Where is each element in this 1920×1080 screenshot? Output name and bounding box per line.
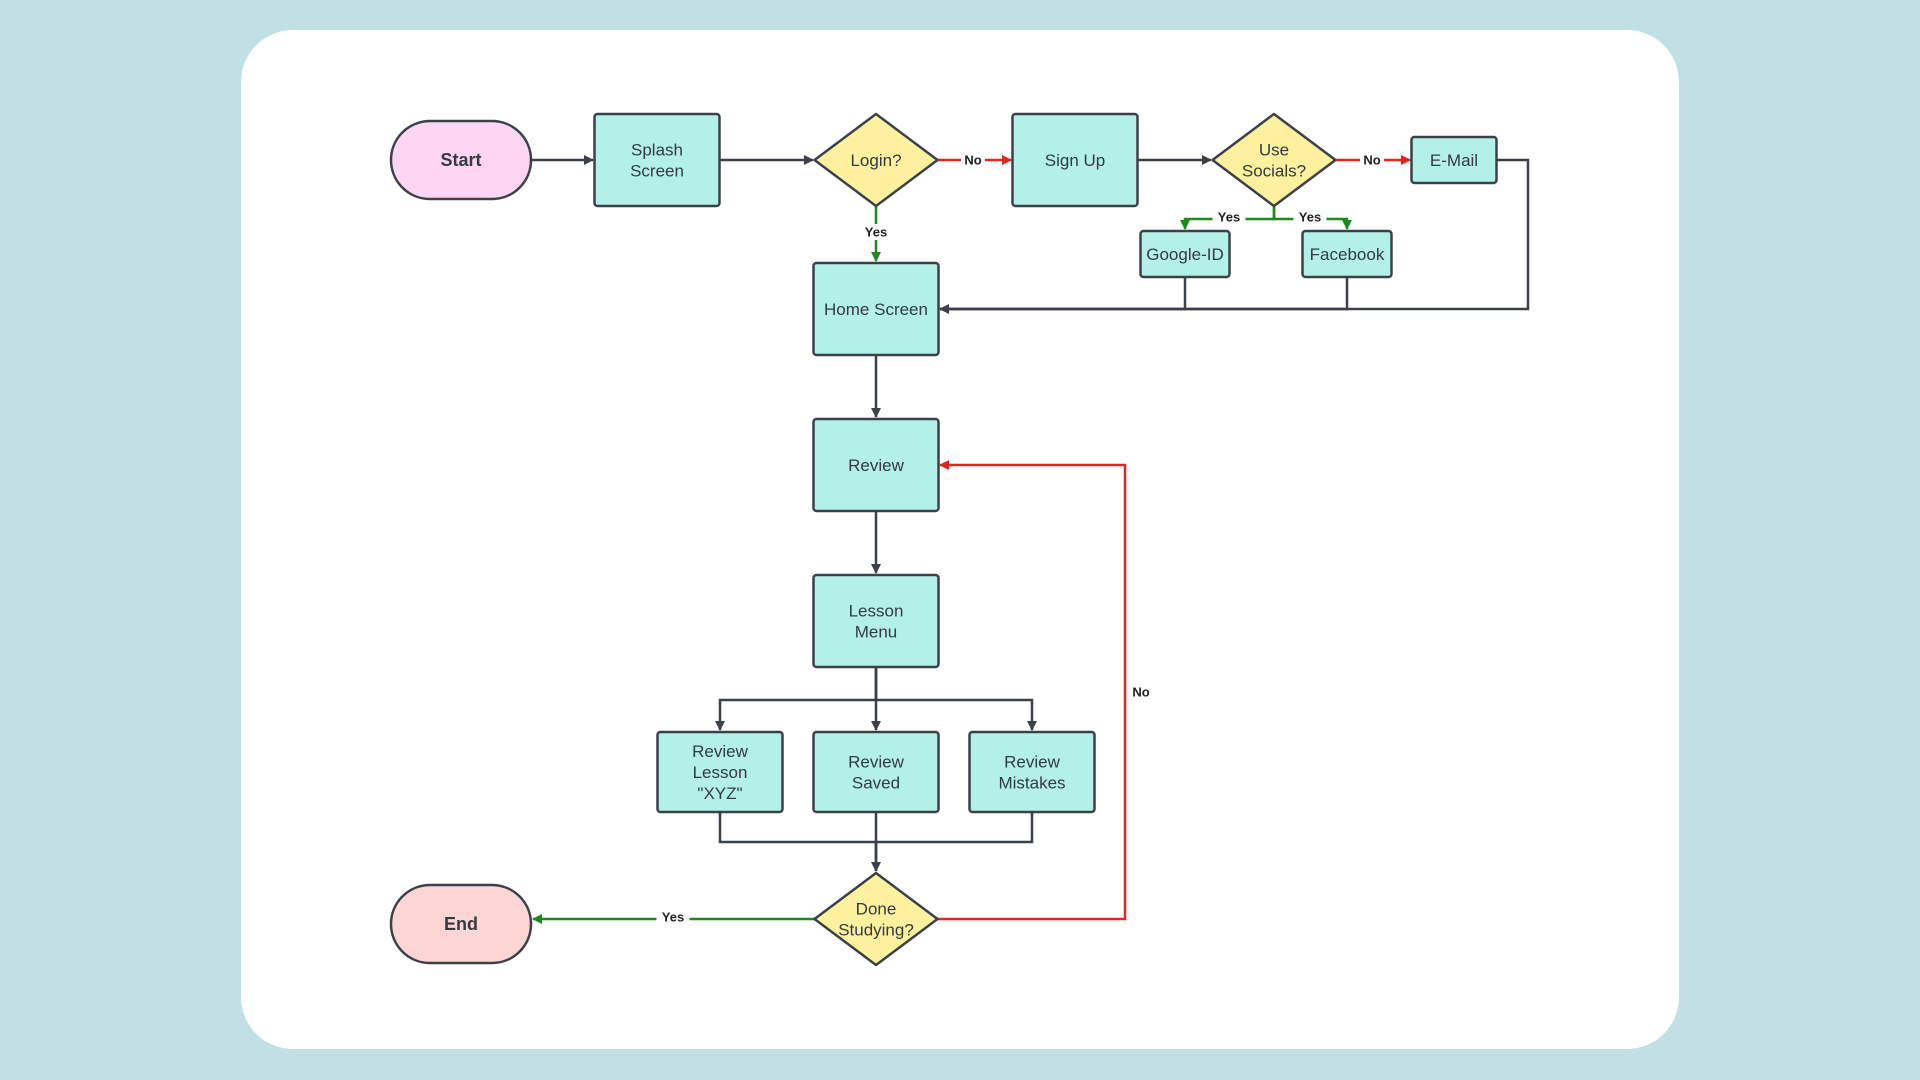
decision-shape — [813, 871, 939, 967]
terminal-shape — [389, 119, 533, 201]
edge-label-socials-google: Yes — [1218, 210, 1240, 225]
terminal-shape — [389, 883, 533, 965]
edge-facebook-home — [940, 277, 1349, 311]
node-google[interactable]: Google-ID — [1139, 229, 1231, 279]
node-label: Login? — [850, 151, 901, 170]
edge-label-login-signup: No — [964, 153, 981, 168]
decision-shape — [1211, 112, 1337, 208]
process-shape — [1301, 229, 1393, 279]
edge-label-bg — [859, 224, 893, 240]
edge-label-done-review: No — [1132, 685, 1149, 700]
edge-lesson-done — [718, 812, 878, 871]
edge-label-bg — [656, 909, 690, 925]
edge-label-bg — [1293, 209, 1327, 225]
edge-label-bg — [961, 152, 985, 168]
process-shape — [812, 730, 940, 814]
node-email[interactable]: E-Mail — [1410, 135, 1498, 185]
process-shape — [812, 261, 940, 357]
node-start[interactable]: Start — [389, 119, 533, 201]
edge-label-bg — [1129, 684, 1153, 700]
process-shape — [1011, 112, 1139, 208]
node-home[interactable]: Home Screen — [812, 261, 940, 357]
edge-label-socials-email: No — [1363, 153, 1380, 168]
edge-menu-review-mistakes — [874, 667, 1037, 731]
node-facebook[interactable]: Facebook — [1301, 229, 1393, 279]
node-label: Sign Up — [1045, 151, 1105, 170]
node-end[interactable]: End — [389, 883, 533, 965]
node-signup[interactable]: Sign Up — [1011, 112, 1139, 208]
edge-menu-review-lesson — [715, 667, 878, 731]
process-shape — [968, 730, 1096, 814]
edges-layer — [531, 155, 1530, 924]
node-label: Start — [440, 150, 481, 170]
decision-shape — [813, 112, 939, 208]
edge-google-home — [940, 277, 1187, 311]
node-label: Home Screen — [824, 300, 928, 319]
node-label: Facebook — [1310, 245, 1385, 264]
process-shape — [812, 573, 940, 669]
node-review[interactable]: Review — [812, 417, 940, 513]
node-label: E-Mail — [1430, 151, 1478, 170]
process-shape — [656, 730, 784, 814]
edge-done-review — [938, 460, 1127, 921]
edge-mistakes-done — [874, 812, 1034, 871]
process-shape — [593, 112, 721, 208]
node-label: End — [444, 914, 478, 934]
process-shape — [1139, 229, 1231, 279]
edge-label-bg — [1212, 209, 1246, 225]
process-shape — [812, 417, 940, 513]
process-shape — [1410, 135, 1498, 185]
node-label: Google-ID — [1146, 245, 1223, 264]
node-label: Review — [848, 456, 904, 475]
edge-label-socials-facebook: Yes — [1299, 210, 1321, 225]
edge-label-login-home: Yes — [865, 225, 887, 240]
edge-label-done-end: Yes — [662, 910, 684, 925]
edge-label-bg — [1360, 152, 1384, 168]
node-login[interactable]: Login? — [813, 112, 939, 208]
